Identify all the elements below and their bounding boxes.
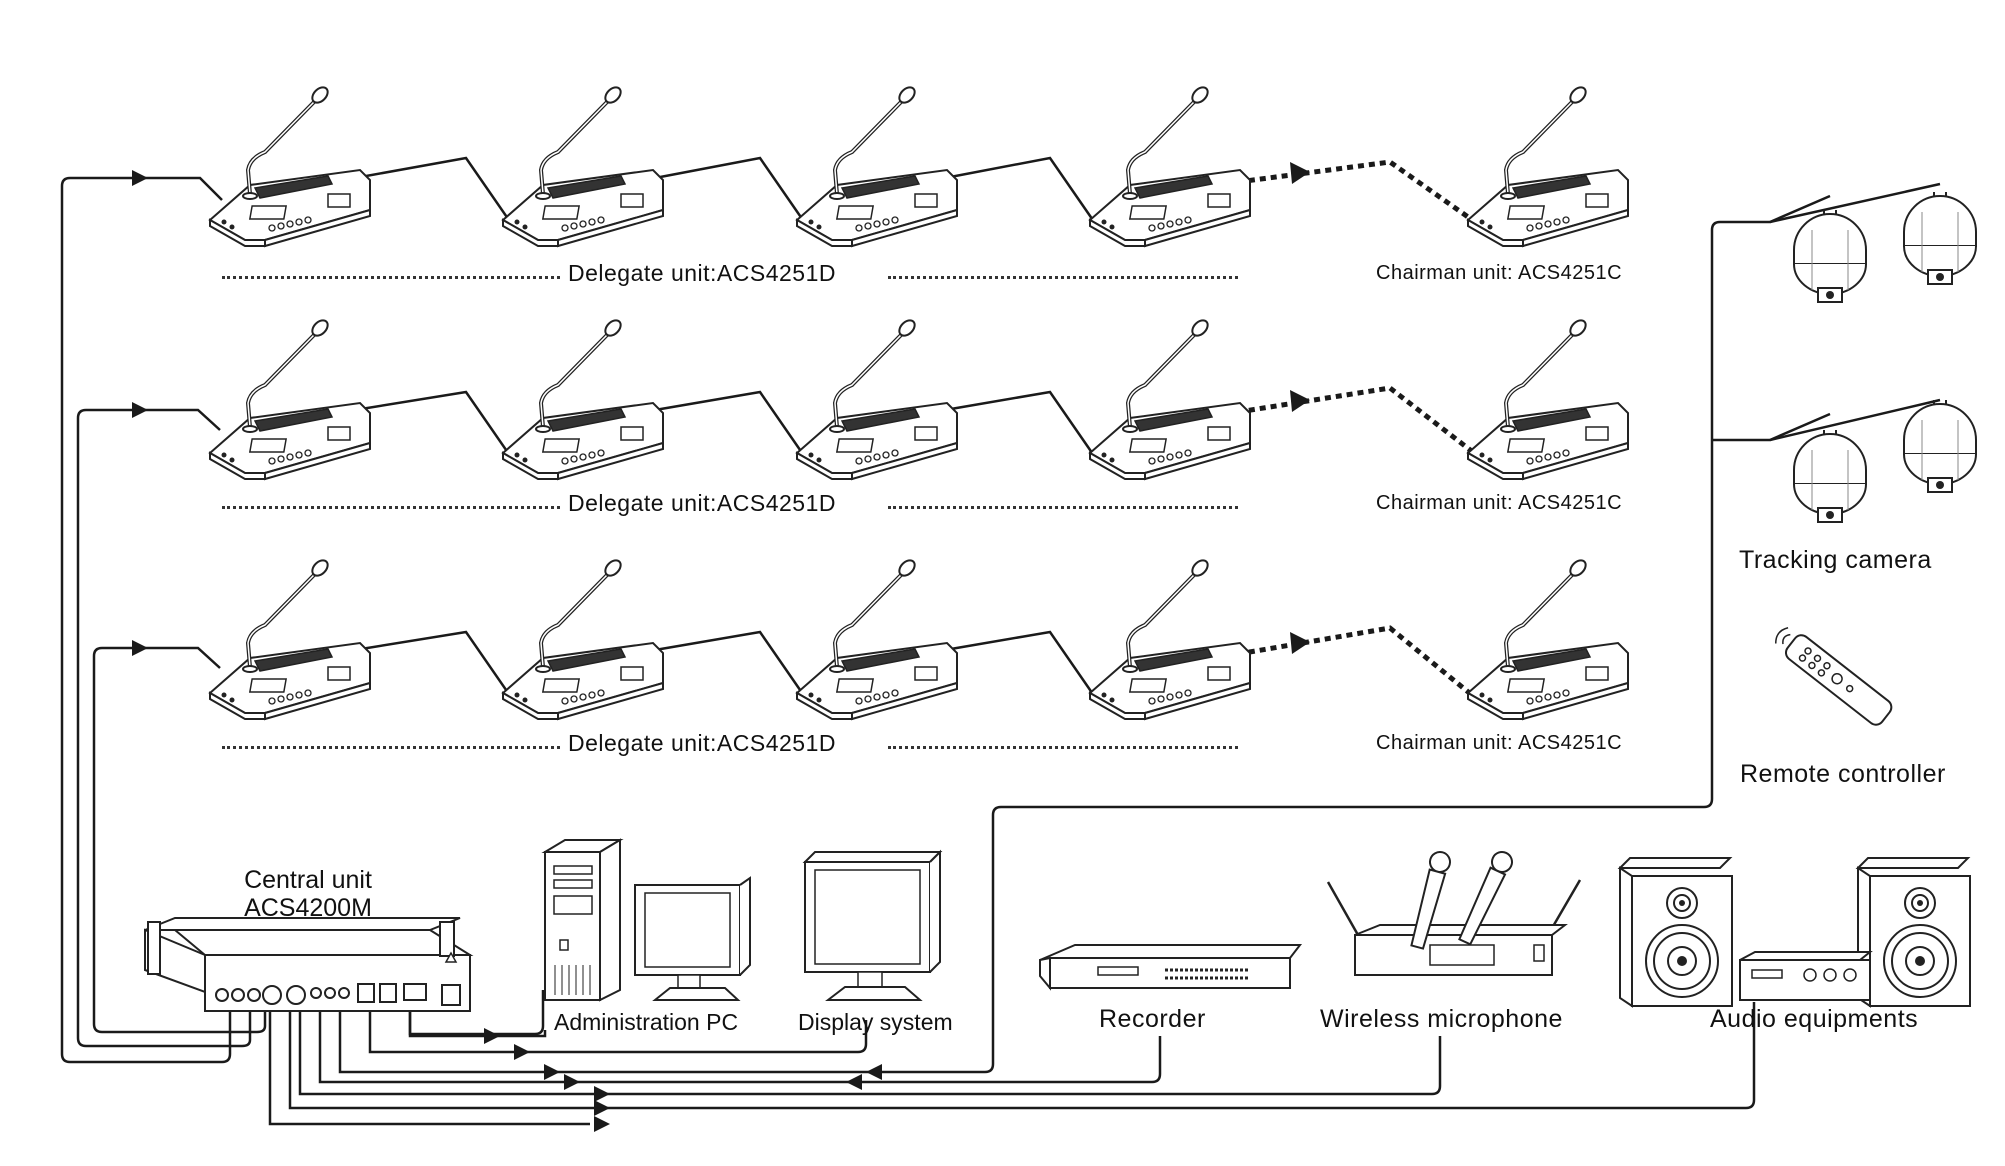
audio-equipments-icon [1619, 857, 1971, 1007]
central-unit-model: ACS4200M [244, 894, 372, 922]
delegate-unit [795, 82, 959, 248]
central-unit-name: Central unit [244, 866, 372, 894]
row-links [354, 156, 1099, 701]
row-1-dots-left [222, 276, 560, 279]
admin-pc-label: Administration PC [554, 1009, 739, 1035]
speaker-icon [1857, 857, 1971, 1007]
delegate-unit [795, 315, 959, 481]
chairman-links [1237, 159, 1480, 702]
row-2-chairman-label: Chairman unit: ACS4251C [1376, 492, 1623, 514]
delegate-unit [1088, 555, 1252, 721]
row-2-delegate-label: Delegate unit:ACS4251D [568, 490, 836, 516]
row-3-dots-right [888, 746, 1238, 749]
peripheral-arrows [484, 1028, 882, 1132]
administration-pc-icon [541, 838, 751, 1002]
wireless-microphone-icon [1326, 851, 1582, 976]
row-1-dots-right [888, 276, 1238, 279]
recorder-icon [1039, 944, 1303, 991]
row-2-dots-right [888, 506, 1238, 509]
feeder-arrows [132, 170, 148, 656]
delegate-unit [795, 555, 959, 721]
remote-controller-label: Remote controller [1740, 760, 1946, 788]
recorder-label: Recorder [1099, 1005, 1206, 1033]
speaker-icon [1619, 857, 1733, 1007]
central-unit-device [144, 917, 474, 1012]
feeder-lines [60, 176, 267, 1064]
delegate-unit [208, 315, 372, 481]
peripheral-lines [268, 182, 1941, 1126]
delegate-unit [1088, 82, 1252, 248]
row-3-chairman-label: Chairman unit: ACS4251C [1376, 732, 1623, 754]
dome-camera-icon [1903, 191, 1977, 285]
row-1-delegate-label: Delegate unit:ACS4251D [568, 260, 836, 286]
chairman-unit [1466, 555, 1630, 721]
dome-camera-icon [1793, 209, 1867, 303]
delegate-unit [501, 315, 665, 481]
delegate-unit [1088, 315, 1252, 481]
delegate-unit [501, 82, 665, 248]
delegate-unit [501, 555, 665, 721]
dome-camera-icon [1903, 399, 1977, 493]
chairman-unit [1466, 315, 1630, 481]
tracking-camera-label: Tracking camera [1739, 546, 1932, 574]
display-system-label: Display system [798, 1009, 953, 1035]
central-unit-label: Central unit ACS4200M [208, 866, 408, 922]
audio-equipments-label: Audio equipments [1710, 1005, 1919, 1033]
row-3-dots-left [222, 746, 560, 749]
wireless-microphone-label: Wireless microphone [1320, 1005, 1563, 1033]
delegate-unit [208, 82, 372, 248]
row-1-chairman-label: Chairman unit: ACS4251C [1376, 262, 1623, 284]
row-3-delegate-label: Delegate unit:ACS4251D [568, 730, 836, 756]
remote-controller-icon [1775, 627, 1893, 726]
row-2-dots-left [222, 506, 560, 509]
display-system-icon [802, 849, 943, 1001]
dome-camera-icon [1793, 429, 1867, 523]
chairman-arrows [1290, 162, 1310, 654]
tracking-cameras [1793, 191, 1977, 523]
chairman-unit [1466, 82, 1630, 248]
delegate-unit [208, 555, 372, 721]
